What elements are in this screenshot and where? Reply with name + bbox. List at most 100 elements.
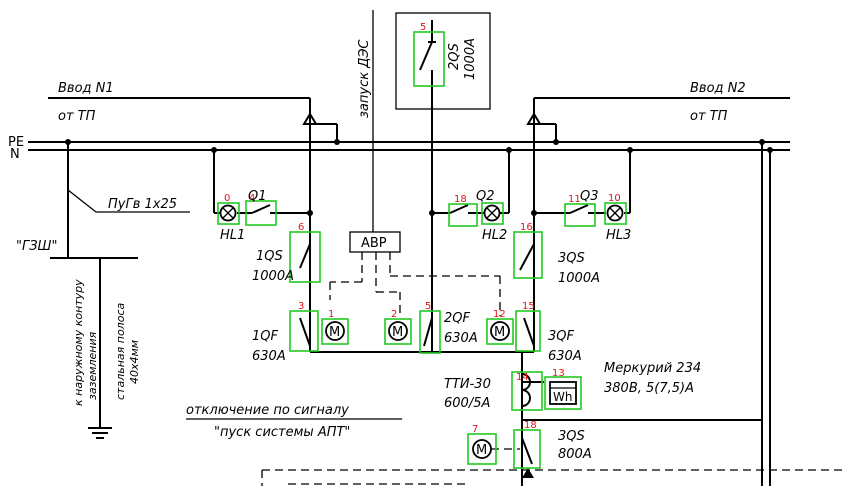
lamp-hl2 (483, 204, 501, 222)
signal-line-2: "пуск системы АПТ" (214, 425, 350, 440)
element-box-11 (486, 318, 514, 345)
meter-spec: 380В, 5(7,5)А (604, 381, 694, 396)
element-tag-6: 6 (298, 222, 304, 233)
element-box-17 (448, 203, 478, 227)
svg-text:Wh: Wh (553, 390, 572, 404)
bus-n-label: N (10, 147, 20, 162)
element-tag-14: 14 (516, 372, 529, 383)
switch-3qs-name: 3QS (558, 251, 585, 266)
input2-title: Ввод N2 (690, 81, 746, 96)
element-box-6 (289, 231, 321, 283)
breaker-3qf-rating: 630A (548, 349, 582, 364)
ground-note-2: заземления (86, 331, 99, 400)
ground-conductor (50, 142, 190, 439)
lamp-hl1 (219, 204, 237, 222)
element-box-3 (289, 310, 319, 352)
svg-text:M: M (329, 325, 340, 340)
input2-source: от ТП (690, 109, 728, 124)
breaker-3qf-name: 3QF (548, 329, 575, 344)
element-box-10 (604, 202, 627, 225)
element-tag-17: 18 (454, 194, 467, 205)
avr-label: АВР (361, 236, 387, 251)
ground-note-3: стальная полоса (114, 303, 127, 400)
lamp-hl3 (606, 204, 624, 222)
element-tag-18-visible: 18 (524, 420, 537, 431)
motor-drive-3: M (490, 321, 510, 341)
ground-note-4: 40х4мм (128, 340, 141, 384)
switch-1qs[interactable] (299, 243, 311, 269)
element-tag-16: 16 (520, 222, 533, 233)
hl3-branch (534, 150, 631, 214)
element-box-18 (513, 429, 541, 469)
switch-3qs-out-name: 3QS (558, 429, 585, 444)
bus-pe-label: PE (8, 135, 24, 150)
lamp-hl1-label: HL1 (220, 228, 245, 243)
element-tag-13: 11 (568, 194, 581, 205)
element-tag-15: 15 (522, 301, 535, 312)
element-tag-10: 10 (608, 193, 621, 204)
element-box-7 (413, 31, 445, 87)
svg-text:M: M (476, 443, 487, 458)
right-risers (761, 142, 771, 486)
dgs-start-label: запуск ДЭС (357, 39, 372, 118)
element-box-12 (544, 376, 582, 410)
breaker-q3-label: Q3 (580, 189, 599, 204)
element-tag-5-visible: 5 (425, 301, 431, 312)
switch-1qs-name: 1QS (256, 249, 283, 264)
element-box-1 (321, 318, 349, 345)
junction-dot (307, 210, 313, 216)
element-box-15 (515, 310, 541, 352)
switch-3qs-rating: 1000A (558, 271, 600, 286)
element-box-2 (384, 318, 412, 345)
switch-2qs-rating: 1000A (463, 38, 478, 80)
breaker-2qf-rating: 630A (444, 331, 478, 346)
element-tag-2: 2 (391, 309, 397, 320)
svg-text:M: M (494, 325, 505, 340)
element-box-4 (245, 200, 277, 226)
ct-ratio: 600/5А (444, 396, 490, 411)
breaker-1qf-rating: 630A (252, 349, 286, 364)
lamp-hl3-label: HL3 (606, 228, 631, 243)
breaker-3qf[interactable] (523, 317, 535, 347)
switch-2qs-name: 2QS (447, 43, 462, 70)
element-box-16 (513, 231, 543, 279)
motor-drive-1: M (325, 321, 345, 341)
element-tag-3: 3 (298, 301, 304, 312)
element-tag-7: 5 (420, 22, 426, 33)
ct-name: ТТИ-30 (444, 377, 491, 392)
bus-lines (28, 141, 790, 151)
element-tag-12: 13 (552, 368, 565, 379)
element-tag-1: 1 (328, 309, 334, 320)
switch-3qs-output[interactable] (521, 437, 534, 478)
input1-title: Ввод N1 (58, 81, 114, 96)
signal-line-1: отключение по сигналу (186, 403, 349, 418)
element-box-13 (564, 203, 596, 227)
element-tag-11: 12 (493, 309, 506, 320)
dgs-input-box (395, 12, 491, 110)
element-box-lamp2 (481, 202, 504, 225)
input1-source: от ТП (58, 109, 96, 124)
breaker-q2-label: Q2 (476, 189, 495, 204)
switch-1qs-rating: 1000A (252, 269, 294, 284)
breaker-q1-label: Q1 (248, 189, 267, 204)
breaker-1qf[interactable] (299, 317, 534, 353)
breaker-2qf-name: 2QF (444, 311, 471, 326)
element-tag-8: 7 (472, 424, 478, 435)
switch-3qs-out-rating: 800A (558, 447, 592, 462)
element-box-14 (511, 371, 543, 411)
input1-feed (302, 98, 338, 352)
junction-dot (429, 210, 435, 216)
element-box-5 (419, 310, 441, 354)
current-transformer (521, 373, 544, 407)
switch-3qs-input[interactable] (519, 243, 535, 271)
element-box-0 (217, 202, 240, 225)
junction-dot (531, 210, 537, 216)
input2-feed (526, 98, 557, 352)
breaker-2qf[interactable] (423, 317, 433, 347)
element-box-8 (467, 433, 497, 465)
element-tag-0: 0 (224, 193, 230, 204)
meter-name: Меркурий 234 (604, 361, 701, 376)
ground-label: "ГЗШ" (16, 239, 57, 254)
avr-box (349, 231, 401, 253)
